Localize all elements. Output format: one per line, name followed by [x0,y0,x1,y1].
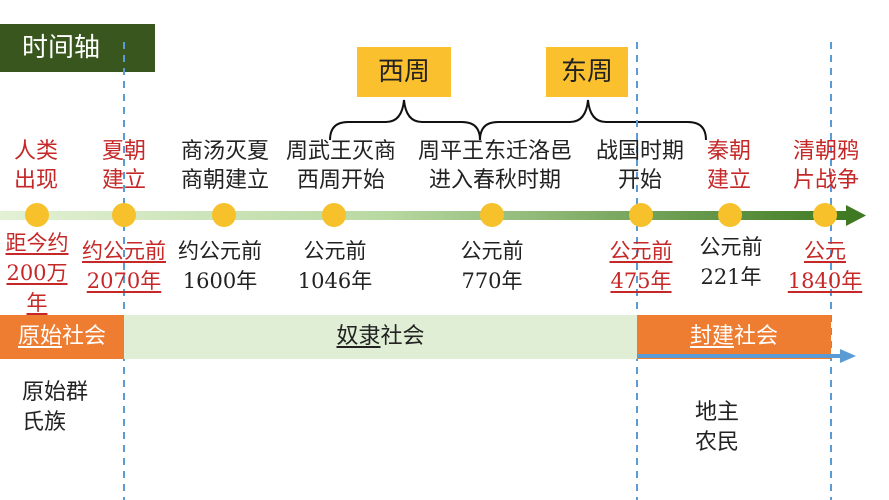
primitive-society-bar [0,315,124,359]
date-human: 距今约 200万 年 [5,231,69,315]
event-xia-founded: 夏朝 建立 [101,139,146,193]
timeline-dot-xia [112,203,136,227]
timeline-dot-human [25,203,49,227]
feudal-society-label: 封建社会 [689,324,779,349]
feudal-society-bar [637,315,831,359]
event-opium-war: 清朝鸦 片战争 [792,139,859,193]
timeline-dot-warring-states [629,203,653,227]
event-western-zhou-begins: 周武王灭商 西周开始 [285,139,396,193]
timeline-dot-western-zhou [322,203,346,227]
date-xia: 约公元前 2070年 [82,239,166,293]
date-shang: 约公元前 1600年 [178,239,262,293]
date-qin: 公元前 221年 [699,235,763,289]
event-human-appearance: 人类 出现 [13,139,58,193]
western-zhou-brace [329,99,481,141]
timeline-arrowhead [846,205,866,226]
date-warring-states: 公元前 475年 [609,239,673,293]
timeline-dot-qin [718,203,742,227]
timeline-dot-opium-war [813,203,837,227]
event-warring-states-begins: 战国时期 开始 [595,139,684,193]
timeline-dot-shang [212,203,236,227]
timeline-dot-eastern-zhou [480,203,504,227]
blue-arrow-head [840,349,856,363]
slave-society-label: 奴隶社会 [336,324,425,349]
timeline-title: 时间轴 [0,24,155,72]
period-eastern-zhou: 东周 [546,47,628,97]
date-opium-war: 公元 1840年 [787,239,863,293]
event-spring-autumn-begins: 周平王东迁洛邑 进入春秋时期 [417,139,572,193]
timeline-axis [0,211,848,220]
feudal-society-note: 地主 农民 [695,400,740,455]
primitive-society-label: 原始社会 [17,324,107,349]
slave-society-bar [124,315,637,359]
event-qin-founded: 秦朝 建立 [706,139,751,193]
event-shang-founded: 商汤灭夏 商朝建立 [180,139,269,193]
date-western-zhou: 公元前 1046年 [297,239,373,293]
date-eastern-zhou: 公元前 770年 [460,239,524,293]
primitive-society-note: 原始群 氏族 [22,380,89,435]
eastern-zhou-brace [479,99,707,141]
period-western-zhou: 西周 [357,47,451,97]
